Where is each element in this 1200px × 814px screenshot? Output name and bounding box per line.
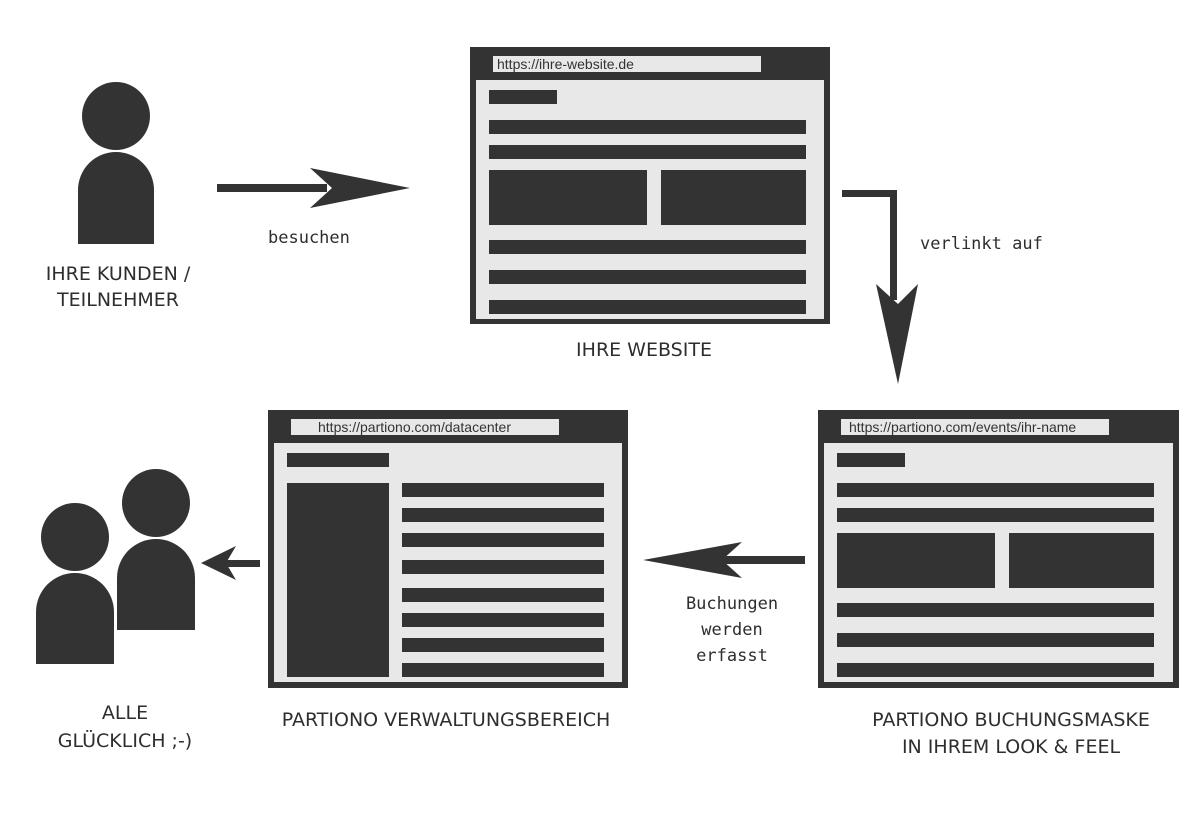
arrow-links-to-label: verlinkt auf [920,234,1043,254]
arrow-bookings-label-line1: Buchungen [686,594,778,614]
arrow-links-to [842,190,918,384]
arrow-to-team [201,546,260,580]
browser-booking: https://partiono.com/events/ihr-name [818,410,1179,688]
browser-datacenter: https://partiono.com/datacenter [268,410,628,688]
arrow-bookings [643,542,805,578]
booking-caption-line2: IN IHREM LOOK & FEEL [902,736,1120,758]
booking-url: https://partiono.com/events/ihr-name [849,419,1076,435]
website-url-bar [493,56,761,72]
datacenter-caption: PARTIONO VERWALTUNGSBEREICH [282,709,611,731]
browser-website: https://ihre-website.de [470,47,830,324]
arrow-bookings-label-line2: werden [701,620,762,640]
booking-caption-line1: PARTIONO BUCHUNGSMASKE [872,709,1150,731]
customer-label-line2: TEILNEHMER [56,289,179,311]
datacenter-url: https://partiono.com/datacenter [318,419,511,435]
customer-label-line1: IHRE KUNDEN / [46,263,191,285]
arrow-visit-label: besuchen [268,228,350,248]
team-label-line1: ALLE [102,702,148,724]
datacenter-url-bar [291,419,559,435]
website-caption: IHRE WEBSITE [576,339,712,361]
team-label-line2: GLÜCKLICH ;-) [58,729,192,752]
arrow-bookings-label-line3: erfasst [696,646,768,666]
person-icon [78,82,154,244]
arrow-visit [217,168,410,208]
booking-url-bar [841,419,1109,435]
website-url: https://ihre-website.de [497,56,634,72]
group-icon [36,469,195,664]
